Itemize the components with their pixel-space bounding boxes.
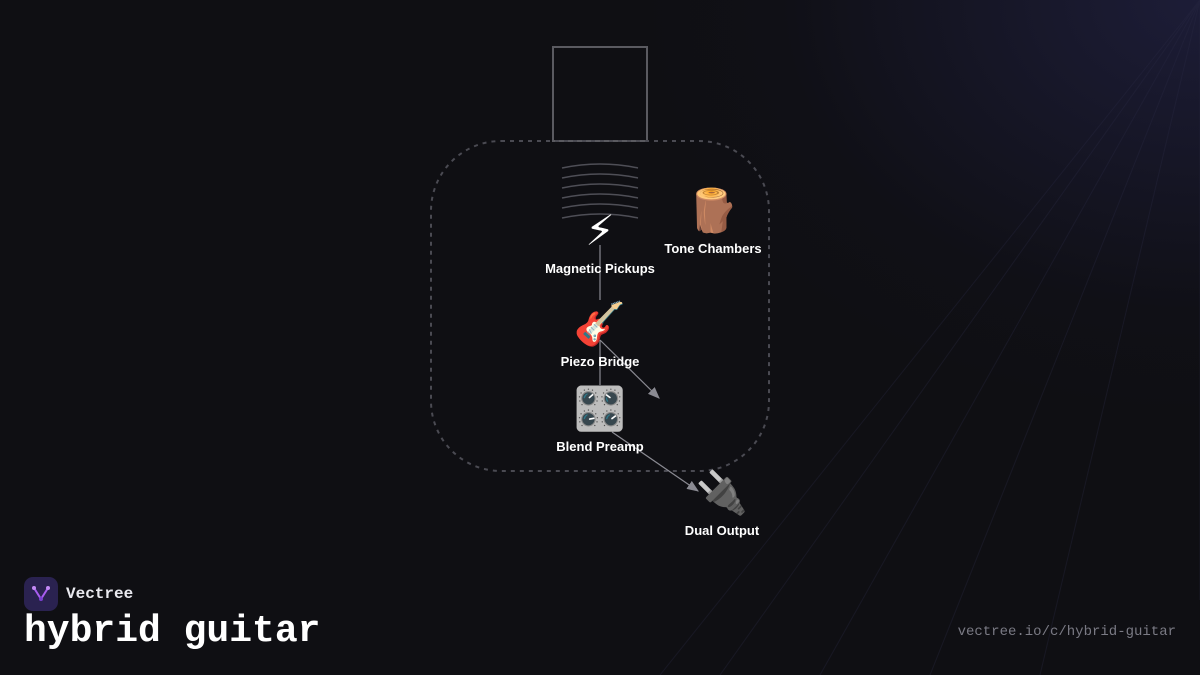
- guitar-icon: 🎸: [573, 299, 627, 348]
- arrow-preamp-output: [611, 431, 699, 492]
- node-label: Blend Preamp: [556, 439, 644, 454]
- arrow-piezo-tone: [599, 339, 660, 399]
- node-label: Piezo Bridge: [560, 354, 640, 369]
- node-blend-preamp[interactable]: 🎛️ Blend Preamp: [556, 384, 644, 455]
- electric-plug-icon: 🔌: [695, 468, 749, 517]
- node-dual-output[interactable]: 🔌 Dual Output: [684, 468, 760, 539]
- page-url[interactable]: vectree.io/c/hybrid-guitar: [957, 624, 1176, 640]
- guitar-body-outline: [430, 140, 770, 472]
- node-tone-chambers[interactable]: 🪵 Tone Chambers: [664, 186, 762, 257]
- node-label: Tone Chambers: [664, 241, 762, 256]
- node-magnetic-pickups[interactable]: ⚡ Magnetic Pickups: [545, 206, 655, 277]
- string-waves: [561, 163, 639, 219]
- control-knobs-icon: 🎛️: [573, 384, 627, 433]
- brand-name: Vectree: [66, 585, 134, 603]
- brand[interactable]: Vectree: [24, 577, 133, 611]
- node-label: Dual Output: [684, 523, 760, 538]
- node-piezo-bridge[interactable]: 🎸 Piezo Bridge: [560, 299, 640, 370]
- page-title: hybrid guitar: [24, 610, 321, 653]
- lightning-icon: ⚡: [585, 206, 615, 255]
- wood-log-icon: 🪵: [686, 186, 740, 235]
- node-label: Magnetic Pickups: [545, 261, 655, 276]
- vectree-logo-icon: [24, 577, 58, 611]
- guitar-neck-outline: [552, 46, 648, 142]
